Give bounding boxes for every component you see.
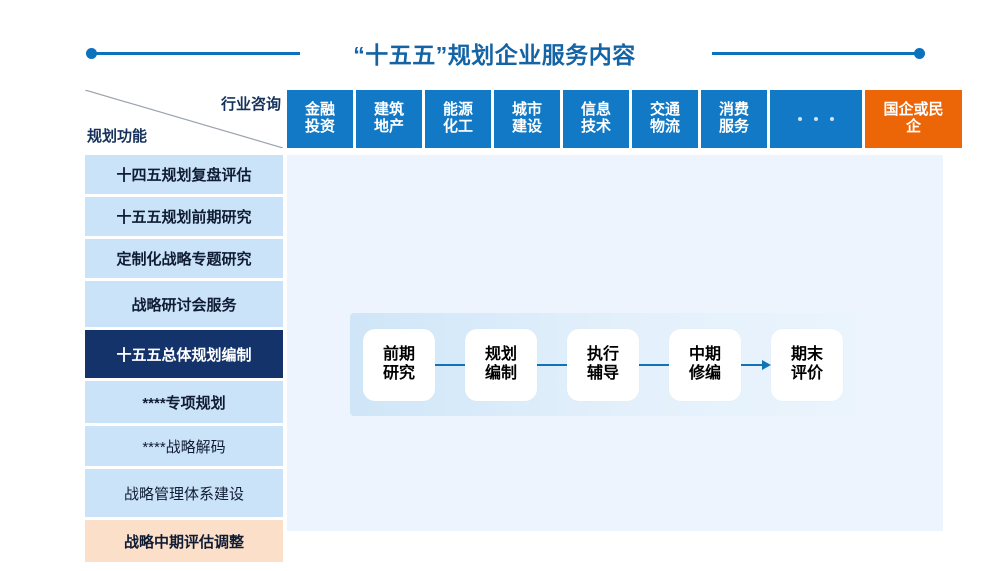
row-strategy-system[interactable]: 战略管理体系建设 — [85, 469, 283, 517]
flow-step-line2: 修编 — [688, 364, 721, 382]
col-more-ellipsis-icon[interactable] — [770, 90, 862, 148]
col-finance[interactable]: 金融投资 — [287, 90, 353, 148]
service-flow-diagram: 前期研究规划编制执行辅导中期修编期末评价 — [350, 313, 856, 416]
row-seminar[interactable]: 战略研讨会服务 — [85, 281, 283, 327]
title-rule-left — [92, 52, 300, 55]
row-label: 十四五规划复盘评估 — [116, 167, 252, 184]
row-midterm-review[interactable]: 战略中期评估调整 — [85, 520, 283, 562]
column-label-line1: 国企或民 — [883, 101, 944, 119]
flow-connector-line-icon — [639, 359, 669, 371]
col-logistics[interactable]: 交通物流 — [632, 90, 698, 148]
column-label-line1: 金融 — [304, 101, 335, 119]
column-label-line1: 城市 — [511, 101, 542, 119]
row-label: 战略研讨会服务 — [131, 296, 237, 314]
connector-bar — [435, 363, 465, 366]
flow-connector-arrow-icon — [741, 359, 771, 371]
flow-connector-line-icon — [435, 359, 465, 371]
col-soe-private[interactable]: 国企或民企 — [865, 90, 962, 148]
column-label-line2: 物流 — [649, 118, 680, 135]
row-155-master-plan[interactable]: 十五五总体规划编制 — [85, 330, 283, 378]
connector-bar — [741, 363, 763, 366]
flow-step-line1: 规划 — [484, 345, 517, 363]
arrow-head-icon — [762, 359, 771, 370]
title-dot-left — [86, 48, 97, 59]
row-special-plan[interactable]: ****专项规划 — [85, 381, 283, 423]
flow-step-line2: 编制 — [484, 364, 517, 382]
diagonal-divider-icon — [85, 90, 283, 148]
connector-bar — [639, 363, 669, 366]
row-label: 战略管理体系建设 — [123, 485, 244, 503]
column-label-line2: 化工 — [442, 118, 473, 135]
flow-connector-line-icon — [537, 359, 567, 371]
row-145-review[interactable]: 十四五规划复盘评估 — [85, 155, 283, 194]
flow-step-line2: 研究 — [382, 364, 415, 382]
column-label-line2: 技术 — [580, 118, 611, 135]
row-label: ****专项规划 — [142, 394, 226, 412]
col-consumer[interactable]: 消费服务 — [701, 90, 767, 148]
column-label-line1: 能源 — [442, 101, 473, 119]
service-flow-steps: 前期研究规划编制执行辅导中期修编期末评价 — [350, 313, 856, 416]
ellipsis-dot-icon — [814, 117, 818, 121]
column-label-line2: 地产 — [373, 118, 404, 135]
col-infotech[interactable]: 信息技术 — [563, 90, 629, 148]
column-label-line1: 消费 — [718, 101, 749, 119]
flow-step-line1: 中期 — [688, 345, 721, 363]
flow-step-line1: 执行 — [586, 345, 619, 363]
row-155-prestudy[interactable]: 十五五规划前期研究 — [85, 197, 283, 236]
flow-step-midterm[interactable]: 中期修编 — [669, 328, 741, 401]
ellipsis-dot-icon — [798, 117, 802, 121]
corner-label-industry: 行业咨询 — [220, 96, 281, 113]
column-label-line2: 投资 — [304, 118, 335, 135]
title-dot-right — [914, 48, 925, 59]
column-label-line2: 服务 — [718, 118, 749, 135]
row-label: 十五五规划前期研究 — [116, 209, 252, 226]
flow-step-execution[interactable]: 执行辅导 — [567, 328, 639, 401]
title-bar: “十五五”规划企业服务内容 — [0, 36, 989, 70]
col-construction[interactable]: 建筑地产 — [356, 90, 422, 148]
row-strategy-decode[interactable]: ****战略解码 — [85, 426, 283, 466]
flow-step-line1: 期末 — [790, 345, 823, 363]
column-label-line1: 交通 — [649, 101, 680, 119]
column-label-line2: 企 — [905, 118, 921, 135]
flow-step-evaluation[interactable]: 期末评价 — [771, 328, 843, 401]
flow-step-planning[interactable]: 规划编制 — [465, 328, 537, 401]
connector-bar — [537, 363, 567, 366]
page-title: “十五五”规划企业服务内容 — [353, 42, 636, 68]
flow-step-line1: 前期 — [382, 345, 415, 363]
row-custom-strategy[interactable]: 定制化战略专题研究 — [85, 239, 283, 278]
matrix-column-headers: 金融投资建筑地产能源化工城市建设信息技术交通物流消费服务国企或民企 — [287, 90, 962, 148]
row-label: 十五五总体规划编制 — [116, 346, 252, 364]
flow-step-line2: 评价 — [790, 364, 823, 382]
col-energy[interactable]: 能源化工 — [425, 90, 491, 148]
row-label: ****战略解码 — [142, 438, 226, 456]
column-label-line1: 信息 — [580, 101, 611, 119]
matrix-row-headers: 十四五规划复盘评估十五五规划前期研究定制化战略专题研究战略研讨会服务十五五总体规… — [85, 155, 283, 565]
col-urban[interactable]: 城市建设 — [494, 90, 560, 148]
row-label: 战略中期评估调整 — [123, 533, 244, 551]
title-rule-right — [712, 52, 920, 55]
ellipsis-dot-icon — [830, 117, 834, 121]
column-label-line2: 建设 — [511, 118, 542, 135]
row-label: 定制化战略专题研究 — [116, 251, 252, 268]
corner-label-function: 规划功能 — [87, 128, 148, 145]
flow-step-line2: 辅导 — [586, 364, 619, 382]
column-label-line1: 建筑 — [373, 101, 404, 119]
matrix-corner-header: 行业咨询 规划功能 — [85, 90, 283, 148]
flow-step-prestudy[interactable]: 前期研究 — [363, 328, 435, 401]
